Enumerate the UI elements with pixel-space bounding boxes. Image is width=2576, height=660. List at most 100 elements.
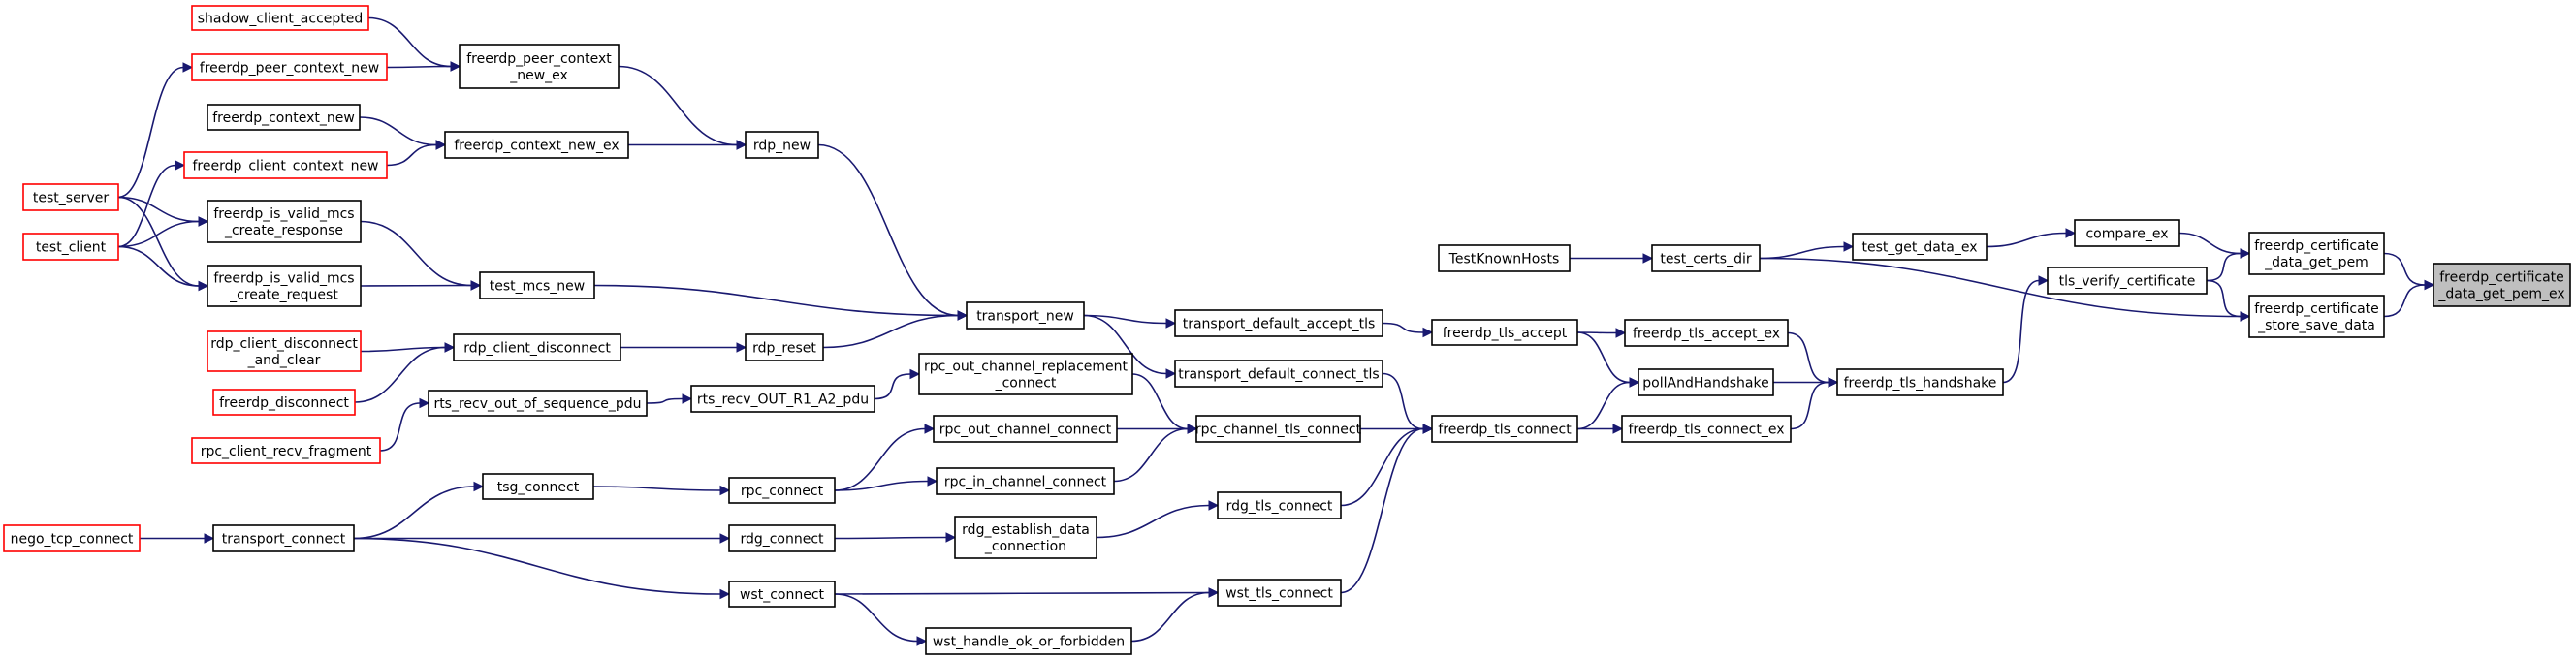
node-freerdp-tls-accept[interactable]: freerdp_tls_accept bbox=[1431, 319, 1578, 346]
node-rpc-out-channel-connect[interactable]: rpc_out_channel_connect bbox=[933, 415, 1118, 443]
edge-freerdp-disconnect-to-rdp-client-disconnect bbox=[354, 346, 446, 403]
node-label: rdp_new bbox=[753, 139, 811, 154]
node-label: freerdp_tls_accept_ex bbox=[1633, 327, 1780, 342]
node-rpc-connect[interactable]: rpc_connect bbox=[728, 477, 836, 504]
node-transport-default-connect-tls[interactable]: transport_default_connect_tls bbox=[1174, 360, 1383, 388]
node-shadow-client-accepted[interactable]: shadow_client_accepted bbox=[191, 5, 369, 31]
edge-test-client-to-freerdp-client-context-new bbox=[117, 164, 176, 248]
node-label: rts_recv_out_of_sequence_pdu bbox=[433, 396, 641, 412]
node-box bbox=[191, 5, 369, 31]
arrowhead-freerdp-tls-accept-ex bbox=[1615, 328, 1627, 338]
node-freerdp-tls-connect[interactable]: freerdp_tls_connect bbox=[1431, 415, 1578, 443]
node-freerdp-disconnect[interactable]: freerdp_disconnect bbox=[212, 389, 356, 416]
node-freerdp-client-context-new[interactable]: freerdp_client_context_new bbox=[183, 151, 388, 179]
node-freerdp-tls-connect-ex[interactable]: freerdp_tls_connect_ex bbox=[1621, 415, 1792, 443]
arrowhead-rdg-connect bbox=[719, 533, 731, 544]
node-wst-handle-ok-or-forbidden[interactable]: wst_handle_ok_or_forbidden bbox=[925, 627, 1132, 655]
arrowhead-freerdp-tls-connect-ex bbox=[1612, 424, 1624, 434]
node-rpc-in-channel-connect[interactable]: rpc_in_channel_connect bbox=[936, 467, 1115, 495]
node-box bbox=[1174, 360, 1383, 388]
arrowhead-wst-connect bbox=[719, 588, 731, 600]
edge-rdp-client-disconnect-and-clear-to-rdp-client-disconnect bbox=[360, 346, 446, 353]
node-pollandhandshake[interactable]: pollAndHandshake bbox=[1638, 368, 1774, 396]
node-freerdp-certificate-data-get-pem-ex[interactable]: freerdp_certificate_data_get_pem_ex bbox=[2433, 263, 2571, 307]
node-rdg-establish-data-connection[interactable]: rdg_establish_data_connection bbox=[954, 516, 1097, 559]
node-label: tls_verify_certificate bbox=[2059, 274, 2196, 290]
nodes-layer: shadow_client_accepted freerdp_peer_conte… bbox=[3, 5, 2571, 655]
node-box bbox=[1431, 415, 1578, 443]
node-test-certs-dir[interactable]: test_certs_dir bbox=[1651, 244, 1761, 272]
node-test-client[interactable]: test_client bbox=[22, 233, 119, 261]
node-freerdp-is-valid-mcs-create-request[interactable]: freerdp_is_valid_mcs_create_request bbox=[207, 265, 362, 307]
node-box bbox=[728, 477, 836, 504]
node-freerdp-certificate-data-get-pem[interactable]: freerdp_certificate_data_get_pem bbox=[2248, 232, 2385, 275]
node-rpc-channel-tls-connect[interactable]: rpc_channel_tls_connect bbox=[1195, 415, 1362, 443]
edge-tls-verify-certificate-to-freerdp-certificate-store-save-data bbox=[2206, 279, 2242, 318]
node-test-get-data-ex[interactable]: test_get_data_ex bbox=[1852, 233, 1988, 261]
node-label: _store_save_data bbox=[2257, 318, 2375, 333]
arrowhead-tls-verify-certificate bbox=[2038, 275, 2050, 286]
node-freerdp-certificate-store-save-data[interactable]: freerdp_certificate_store_save_data bbox=[2248, 295, 2385, 338]
node-freerdp-is-valid-mcs-create-response[interactable]: freerdp_is_valid_mcs_create_response bbox=[207, 200, 362, 243]
edge-rts-recv-out-of-sequence-pdu-to-rts-recv-out-r1-a2-pdu bbox=[646, 397, 684, 404]
node-rdp-new[interactable]: rdp_new bbox=[745, 131, 819, 159]
node-test-mcs-new[interactable]: test_mcs_new bbox=[479, 271, 595, 299]
node-label: freerdp_context_new_ex bbox=[454, 139, 619, 154]
node-freerdp-tls-accept-ex[interactable]: freerdp_tls_accept_ex bbox=[1624, 319, 1789, 347]
node-tsg-connect[interactable]: tsg_connect bbox=[482, 473, 594, 500]
node-label: transport_new bbox=[976, 309, 1074, 325]
arrowhead-rpc-out-channel-connect bbox=[924, 424, 936, 434]
arrowhead-rpc-out-channel-replacement-connect bbox=[909, 368, 921, 380]
node-test-server[interactable]: test_server bbox=[22, 183, 119, 211]
node-rdg-connect[interactable]: rdg_connect bbox=[728, 524, 836, 552]
node-label: rdg_establish_data bbox=[962, 522, 1090, 538]
edge-freerdp-certificate-data-get-pem-to-freerdp-certificate-data-get-pem-ex bbox=[2383, 252, 2426, 286]
node-label: rpc_out_channel_connect bbox=[939, 423, 1112, 438]
node-rdp-reset[interactable]: rdp_reset bbox=[745, 333, 824, 361]
node-box bbox=[2248, 295, 2385, 338]
node-box bbox=[444, 131, 629, 159]
node-wst-connect[interactable]: wst_connect bbox=[728, 581, 836, 608]
node-freerdp-peer-context-new-ex[interactable]: freerdp_peer_context_new_ex bbox=[459, 44, 620, 89]
edge-test-mcs-new-to-transport-new bbox=[593, 284, 959, 317]
node-rdp-client-disconnect-and-clear[interactable]: rdp_client_disconnect_and_clear bbox=[207, 330, 362, 372]
arrowhead-freerdp-tls-connect bbox=[1422, 424, 1434, 434]
node-transport-connect[interactable]: transport_connect bbox=[212, 524, 355, 552]
node-label: rpc_connect bbox=[741, 484, 824, 499]
node-box bbox=[690, 385, 875, 413]
node-tls-verify-certificate[interactable]: tls_verify_certificate bbox=[2047, 267, 2208, 295]
node-box bbox=[728, 524, 836, 552]
arrowhead-rdp-new bbox=[736, 140, 747, 150]
arrowhead-rts-recv-out-r1-a2-pdu bbox=[682, 393, 693, 404]
node-transport-default-accept-tls[interactable]: transport_default_accept_tls bbox=[1174, 309, 1383, 337]
node-freerdp-peer-context-new[interactable]: freerdp_peer_context_new bbox=[191, 53, 388, 81]
edge-transport-default-connect-tls-to-freerdp-tls-connect bbox=[1382, 372, 1424, 430]
node-rdp-client-disconnect[interactable]: rdp_client_disconnect bbox=[453, 333, 621, 361]
node-rts-recv-out-r1-a2-pdu[interactable]: rts_recv_OUT_R1_A2_pdu bbox=[690, 385, 875, 413]
edge-test-get-data-ex-to-compare-ex bbox=[1986, 232, 2067, 248]
edge-transport-connect-to-wst-connect bbox=[353, 537, 721, 595]
node-transport-new[interactable]: transport_new bbox=[966, 301, 1085, 330]
node-nego-tcp-connect[interactable]: nego_tcp_connect bbox=[3, 524, 141, 552]
node-compare-ex[interactable]: compare_ex bbox=[2074, 219, 2180, 247]
node-freerdp-context-new[interactable]: freerdp_context_new bbox=[207, 104, 361, 131]
node-label: shadow_client_accepted bbox=[198, 12, 364, 27]
node-rpc-client-recv-fragment[interactable]: rpc_client_recv_fragment bbox=[191, 437, 381, 464]
node-label: _new_ex bbox=[509, 68, 568, 83]
arrowhead-test-mcs-new bbox=[470, 280, 482, 291]
node-rdg-tls-connect[interactable]: rdg_tls_connect bbox=[1217, 491, 1342, 519]
node-label: transport_default_accept_tls bbox=[1183, 317, 1376, 332]
node-label: rpc_in_channel_connect bbox=[944, 475, 1107, 490]
node-testknownhosts[interactable]: TestKnownHosts bbox=[1438, 244, 1571, 272]
edge-rpc-client-recv-fragment-to-rts-recv-out-of-sequence-pdu bbox=[379, 402, 421, 452]
arrowhead-compare-ex bbox=[2065, 228, 2077, 238]
node-wst-tls-connect[interactable]: wst_tls_connect bbox=[1217, 579, 1342, 607]
node-box bbox=[1195, 415, 1361, 443]
arrowhead-freerdp-certificate-data-get-pem bbox=[2240, 248, 2251, 259]
edge-rpc-in-channel-connect-to-rpc-channel-tls-connect bbox=[1113, 427, 1189, 483]
node-rpc-out-channel-replacement-connect[interactable]: rpc_out_channel_replacement_connect bbox=[918, 353, 1133, 395]
node-rts-recv-out-of-sequence-pdu[interactable]: rts_recv_out_of_sequence_pdu bbox=[428, 390, 648, 417]
edge-test-server-to-freerdp-is-valid-mcs-create-response bbox=[117, 196, 200, 223]
node-freerdp-tls-handshake[interactable]: freerdp_tls_handshake bbox=[1836, 368, 2004, 396]
node-freerdp-context-new-ex[interactable]: freerdp_context_new_ex bbox=[444, 131, 629, 159]
